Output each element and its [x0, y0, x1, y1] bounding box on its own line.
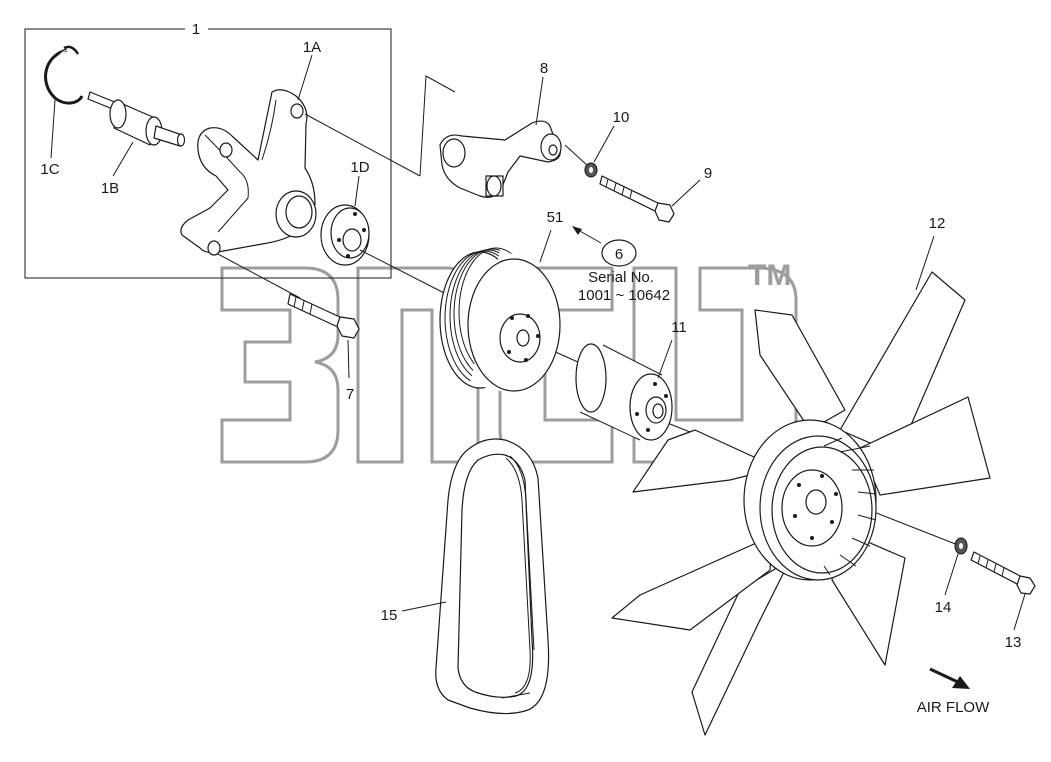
- belt-15: 15: [381, 438, 550, 715]
- label-1c: 1C: [40, 161, 59, 178]
- label-9: 9: [704, 165, 712, 182]
- fan-bracket-8: 8: [439, 60, 562, 198]
- pulley-bolt-7: 7: [287, 293, 360, 403]
- label-14: 14: [935, 599, 952, 616]
- label-15: 15: [381, 607, 398, 624]
- hub-1d: 1D: [320, 159, 370, 266]
- label-12: 12: [929, 215, 946, 232]
- label-8: 8: [540, 60, 548, 77]
- airflow-indicator: AIR FLOW: [917, 667, 990, 716]
- bracket-1a: 1A: [180, 39, 321, 256]
- label-13: 13: [1005, 634, 1022, 651]
- watermark-tm: TM: [748, 259, 791, 292]
- spacer-11: 11: [575, 319, 687, 441]
- label-1b: 1B: [101, 180, 119, 197]
- arrow-icon: [952, 676, 970, 689]
- washer-14: 14: [935, 537, 968, 616]
- serial-note: 6 Serial No. 1001 ~ 10642: [572, 226, 670, 304]
- snap-ring-1c: 1C: [40, 45, 84, 178]
- label-1a: 1A: [303, 39, 321, 56]
- fan-fins: [823, 437, 877, 576]
- note-6: 6: [615, 246, 623, 263]
- label-1: 1: [192, 21, 200, 38]
- pulley-51: 51: [439, 209, 564, 392]
- label-1d: 1D: [350, 159, 369, 176]
- label-51: 51: [547, 209, 564, 226]
- serial-heading: Serial No.: [588, 269, 654, 286]
- group-1-frame: 1: [24, 21, 392, 279]
- label-10: 10: [613, 109, 630, 126]
- serial-range: 1001 ~ 10642: [578, 287, 670, 304]
- label-7: 7: [346, 386, 354, 403]
- arrow-icon: [572, 226, 582, 235]
- washer-10: 10: [584, 109, 630, 178]
- label-11: 11: [671, 319, 687, 336]
- bolt-9: 9: [599, 165, 712, 223]
- airflow-label: AIR FLOW: [917, 699, 990, 716]
- bolt-13: 13: [970, 551, 1036, 651]
- fan-12: 12: [611, 215, 991, 736]
- spindle-1b: 1B: [87, 91, 186, 197]
